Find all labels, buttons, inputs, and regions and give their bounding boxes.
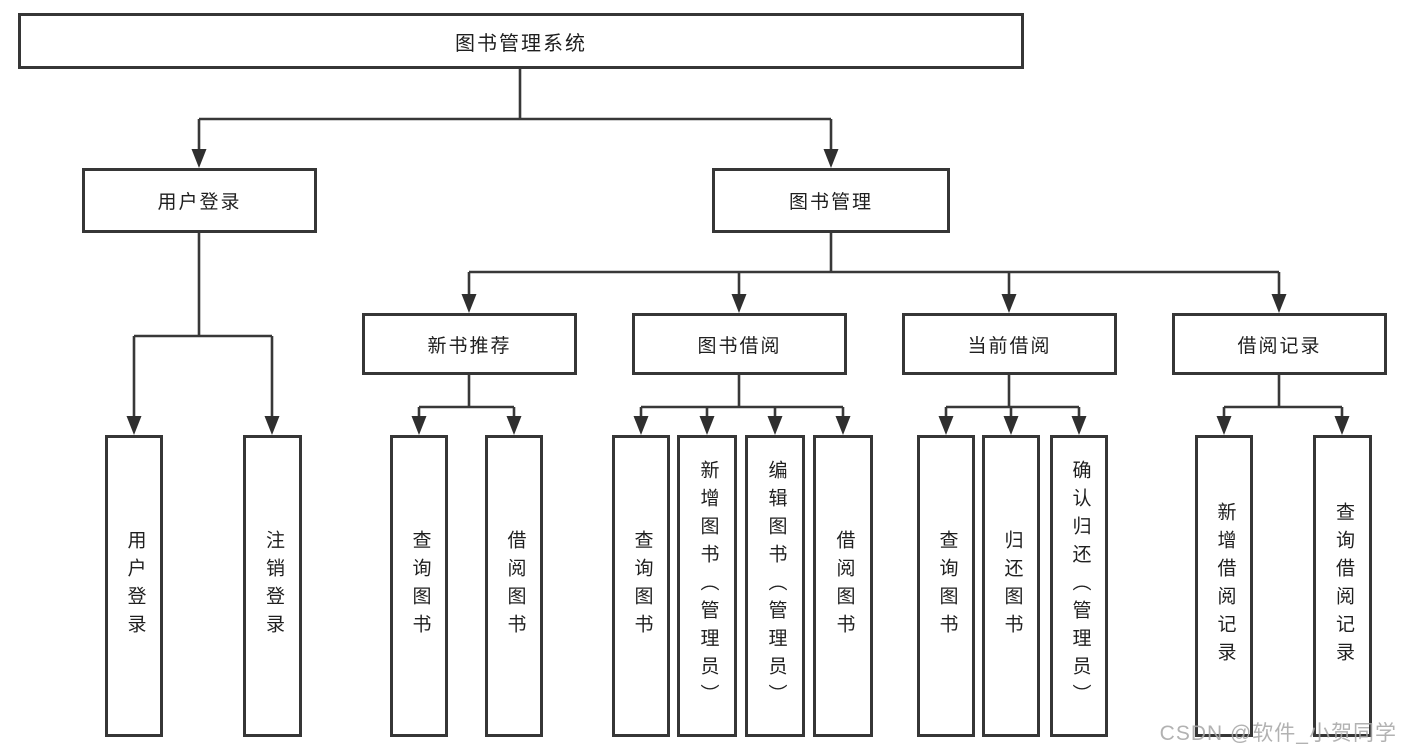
leaf-record-query: 查询借阅记录 (1313, 435, 1372, 737)
node-current-borrow-label: 当前借阅 (967, 335, 1052, 357)
leaf-current-return-book-label: 归还图书 (1001, 530, 1023, 642)
leaf-current-query-book: 查询图书 (917, 435, 975, 737)
leaf-record-query-label: 查询借阅记录 (1332, 502, 1354, 670)
node-user-login-branch: 用户登录 (82, 168, 317, 233)
csdn-watermark: CSDN @软件_小贺同学 (1159, 722, 1397, 745)
leaf-borrow-add-book-label: 新增图书（管理员） (697, 460, 719, 712)
node-book-management-label: 图书管理 (788, 192, 873, 213)
leaf-recommend-query-book: 查询图书 (390, 435, 448, 737)
leaf-current-confirm-return: 确认归还（管理员） (1050, 435, 1108, 737)
node-system-root: 图书管理系统 (18, 13, 1024, 69)
leaf-logout-label: 注销登录 (262, 530, 284, 642)
leaf-borrow-edit-book-label: 编辑图书（管理员） (765, 460, 787, 712)
leaf-record-add: 新增借阅记录 (1195, 435, 1253, 737)
node-book-management: 图书管理 (712, 168, 950, 233)
leaf-user-login-label: 用户登录 (124, 530, 146, 642)
leaf-current-confirm-return-label: 确认归还（管理员） (1069, 460, 1091, 712)
node-user-login-branch-label: 用户登录 (157, 192, 242, 213)
leaf-recommend-query-book-label: 查询图书 (409, 530, 431, 642)
leaf-borrow-add-book: 新增图书（管理员） (677, 435, 737, 737)
leaf-user-login: 用户登录 (105, 435, 163, 737)
node-book-borrow-label: 图书借阅 (697, 335, 782, 357)
node-current-borrow: 当前借阅 (902, 313, 1117, 375)
leaf-borrow-borrow-book-label: 借阅图书 (833, 530, 855, 642)
leaf-record-add-label: 新增借阅记录 (1214, 502, 1236, 670)
leaf-current-return-book: 归还图书 (982, 435, 1040, 737)
arrowhead-icons (126, 149, 1350, 435)
leaf-recommend-borrow-book-label: 借阅图书 (504, 530, 526, 642)
node-book-borrow: 图书借阅 (632, 313, 847, 375)
leaf-borrow-query-book-label: 查询图书 (631, 530, 653, 642)
node-borrow-record-label: 借阅记录 (1237, 335, 1322, 357)
leaf-borrow-edit-book: 编辑图书（管理员） (745, 435, 805, 737)
leaf-borrow-query-book: 查询图书 (612, 435, 670, 737)
node-system-root-label: 图书管理系统 (455, 32, 587, 55)
leaf-logout: 注销登录 (243, 435, 302, 737)
leaf-current-query-book-label: 查询图书 (936, 530, 958, 642)
node-borrow-record: 借阅记录 (1172, 313, 1387, 375)
node-new-book-recommend-label: 新书推荐 (427, 335, 512, 357)
node-new-book-recommend: 新书推荐 (362, 313, 577, 375)
leaf-borrow-borrow-book: 借阅图书 (813, 435, 873, 737)
leaf-recommend-borrow-book: 借阅图书 (485, 435, 543, 737)
